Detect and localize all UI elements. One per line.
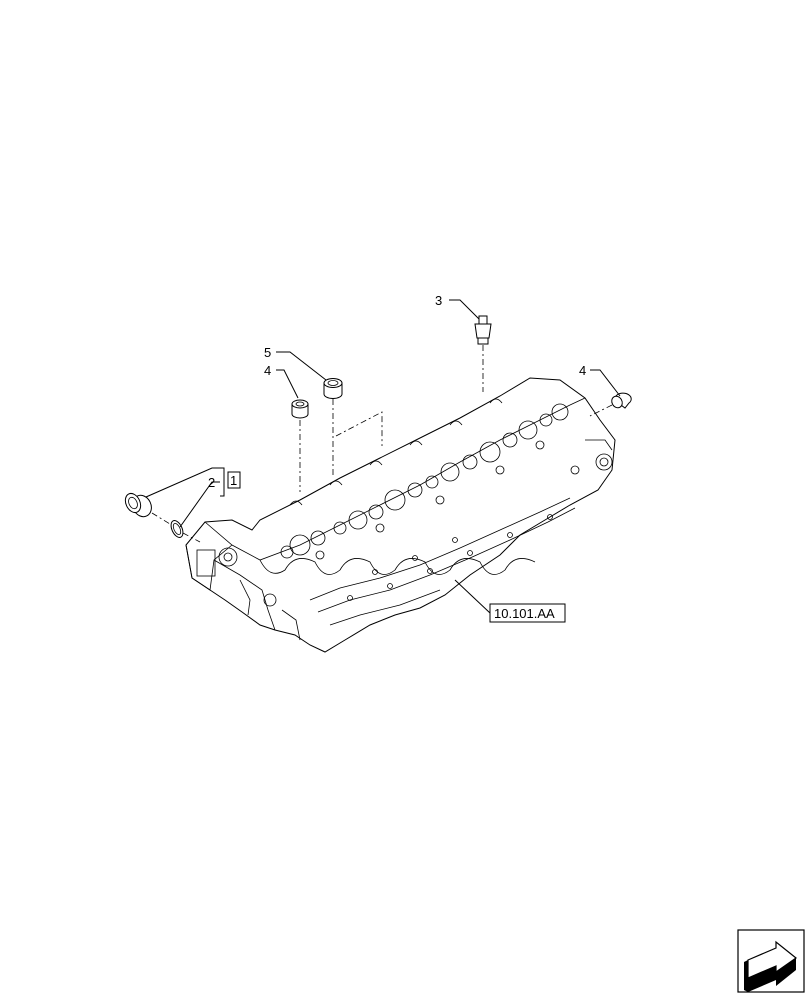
reference-label[interactable]: 10.101.AA xyxy=(494,606,555,621)
next-page-arrow-icon[interactable] xyxy=(737,929,805,993)
reference-box[interactable] xyxy=(489,603,566,623)
plug-5 xyxy=(323,378,343,399)
o-ring-part xyxy=(170,520,184,538)
plug-4-right xyxy=(611,392,632,409)
plug-4-left xyxy=(291,399,309,419)
callout-2: 2 xyxy=(208,475,215,490)
plug-part xyxy=(124,492,152,518)
callout-4-right: 4 xyxy=(579,363,586,378)
cylinder-head xyxy=(185,377,616,653)
callout-1: 1 xyxy=(230,473,237,488)
callout-4-left: 4 xyxy=(264,363,271,378)
callout-3: 3 xyxy=(435,293,442,308)
callout-5: 5 xyxy=(264,345,271,360)
callout-1-box xyxy=(227,471,241,489)
leader-lines xyxy=(145,299,621,614)
fitting-part xyxy=(474,315,492,345)
